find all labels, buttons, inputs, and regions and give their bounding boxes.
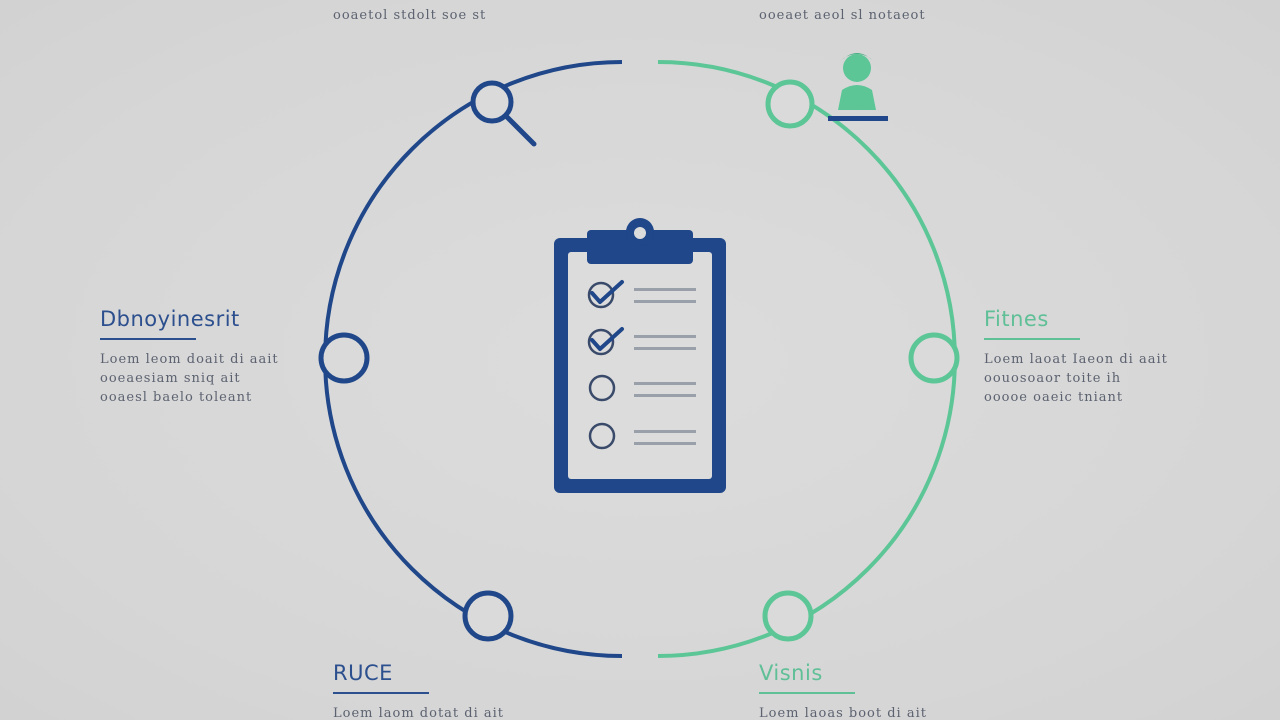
label-left-line: ooaesl baelo toleant [100, 390, 253, 405]
label-left-title: Dbnoyinesrit [100, 307, 240, 331]
label-left-line: ooeaesiam sniq ait [100, 371, 241, 386]
label-top-left: ooaetol stdolt soe st [333, 6, 486, 25]
label-bottom-left: RUCE Loem laom dotat di ait [333, 660, 533, 720]
label-right-line: oouosoaor toite ih [984, 371, 1122, 386]
label-left: Dbnoyinesrit Loem leom doait di aait ooe… [100, 306, 300, 407]
label-bottom-left-title: RUCE [333, 661, 393, 685]
checklist-item-unchecked [588, 422, 696, 450]
node-left [318, 332, 370, 384]
label-bottom-right-title: Visnis [759, 661, 823, 685]
label-bottom-left-line: Loem laom dotat di ait [333, 706, 505, 720]
clipboard-checklist-icon [554, 218, 726, 493]
label-top-right-line: ooeaet aeol sl notaeot [759, 8, 926, 23]
person-icon [828, 53, 888, 121]
label-left-rule [100, 338, 196, 340]
node-bottom-left [462, 590, 514, 642]
label-right-rule [984, 338, 1080, 340]
checklist-item-checked [587, 327, 696, 356]
label-bottom-right-line: Loem laoas boot di ait [759, 706, 927, 720]
node-bottom-right [762, 590, 814, 642]
checklist-item-checked [587, 280, 696, 309]
label-bottom-right: Visnis Loem laoas boot di ait [759, 660, 959, 720]
label-right-line: Loem laoat Iaeon di aait [984, 352, 1168, 367]
label-top-left-line: ooaetol stdolt soe st [333, 8, 487, 23]
label-right-title: Fitnes [984, 307, 1049, 331]
node-right [908, 332, 960, 384]
label-left-line: Loem leom doait di aait [100, 352, 279, 367]
label-bottom-left-rule [333, 692, 429, 694]
node-top-right [765, 79, 815, 129]
node-top-left [470, 80, 537, 147]
label-right-line: ooooe oaeic tniant [984, 390, 1124, 405]
checklist-item-unchecked [588, 374, 696, 402]
magnifier-icon [503, 113, 537, 147]
label-top-right: ooeaet aeol sl notaeot [759, 6, 926, 25]
label-bottom-right-rule [759, 692, 855, 694]
label-right: Fitnes Loem laoat Iaeon di aait oouosoao… [984, 306, 1184, 407]
